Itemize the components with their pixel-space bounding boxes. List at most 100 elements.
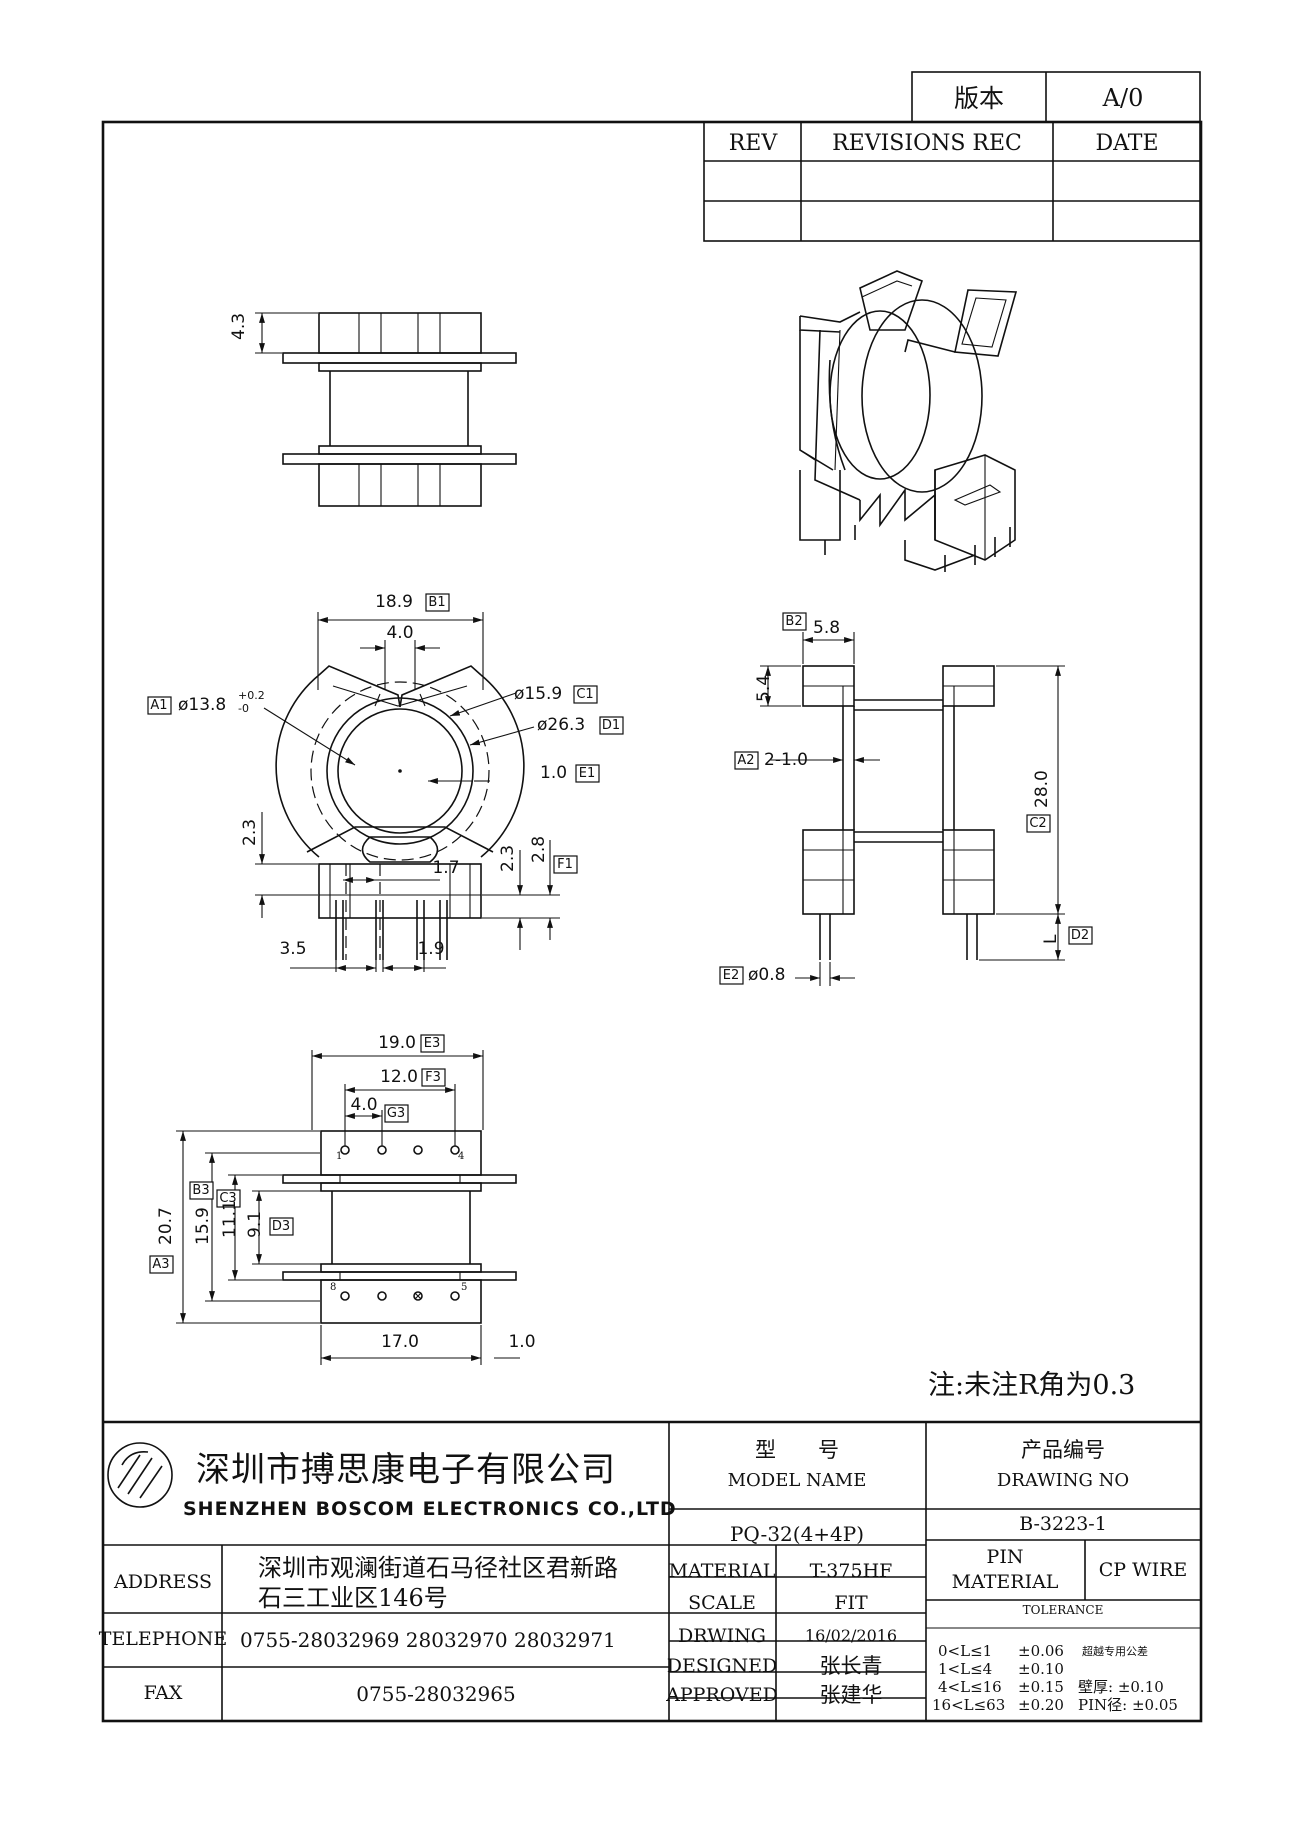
tag-e1: E1 xyxy=(578,766,596,781)
tag-b3: B3 xyxy=(192,1183,210,1198)
dim-right-height: 2.3 xyxy=(498,844,518,872)
designed-value: 张长青 xyxy=(819,1654,883,1678)
tol-value-4: ±0.20 xyxy=(1018,1696,1064,1714)
address-line1: 深圳市观澜街道石马径社区君新路 xyxy=(258,1554,618,1582)
pin-material-label: MATERIAL xyxy=(951,1571,1059,1593)
material-label: MATERIAL xyxy=(668,1560,776,1582)
drawing-no-en: DRAWING NO xyxy=(996,1470,1130,1491)
fax-value: 0755-28032965 xyxy=(356,1682,516,1706)
dimension-tags xyxy=(147,593,1093,1274)
drwing-label: DRWING xyxy=(678,1625,766,1647)
tol-value-2: ±0.10 xyxy=(1018,1660,1064,1678)
model-name-value: PQ-32(4+4P) xyxy=(729,1522,865,1546)
address-label: ADDRESS xyxy=(113,1571,213,1593)
company-name-cn: 深圳市搏思康电子有限公司 xyxy=(196,1450,616,1490)
telephone-value: 0755-28032969 28032970 28032971 xyxy=(240,1628,616,1652)
dim-e3: 19.0 xyxy=(378,1033,416,1053)
tag-a2: A2 xyxy=(737,753,755,768)
material-value: T-375HF xyxy=(809,1560,893,1582)
dim-pin-right: 1.9 xyxy=(417,939,445,959)
tol-value-3: ±0.15 xyxy=(1018,1678,1064,1696)
dim-a1-tol-plus: +0.2 xyxy=(238,689,265,702)
title-block-grid xyxy=(103,1420,1201,1721)
pin-8-label: 8 xyxy=(330,1282,337,1293)
pin-4-label: 4 xyxy=(458,1151,465,1162)
tol-extra-3: 壁厚: ±0.10 xyxy=(1078,1678,1164,1696)
tag-c1: C1 xyxy=(576,687,594,702)
dim-bottom-width: 17.0 xyxy=(381,1332,419,1352)
dim-a1-tol-minus: -0 xyxy=(238,702,249,715)
revisions-rec-header: REVISIONS REC xyxy=(832,131,1022,156)
drawing-no-cn: 产品编号 xyxy=(1021,1438,1105,1462)
pin-material-value: CP WIRE xyxy=(1098,1559,1188,1581)
tag-f3: F3 xyxy=(425,1070,441,1085)
dim-pin-left: 3.5 xyxy=(279,939,307,959)
bottom-view xyxy=(176,1050,520,1365)
company-logo xyxy=(107,1442,173,1508)
tag-d3: D3 xyxy=(271,1219,291,1234)
tol-extra-4: PIN径: ±0.05 xyxy=(1078,1696,1178,1714)
dim-d2: L xyxy=(1041,934,1061,944)
tag-c2: C2 xyxy=(1029,816,1047,831)
company-name-en: SHENZHEN BOSCOM ELECTRONICS CO.,LTD xyxy=(183,1498,677,1520)
dim-a2: 2-1.0 xyxy=(764,750,808,770)
address-line2: 石三工业区146号 xyxy=(258,1584,448,1612)
tag-g3: G3 xyxy=(386,1106,406,1121)
version-value: A/0 xyxy=(1102,84,1144,112)
front-view xyxy=(255,612,560,972)
tol-range-4: 16<L≤63 xyxy=(932,1696,1006,1714)
dim-c3: 11.1 xyxy=(220,1200,240,1238)
pin-1-label: 1 xyxy=(336,1151,343,1162)
dim-d3: 9.1 xyxy=(245,1210,265,1238)
version-label: 版本 xyxy=(953,84,1005,113)
side-view xyxy=(760,632,1065,986)
revision-table xyxy=(703,121,1201,242)
tolerance-label: TOLERANCE xyxy=(1022,1603,1104,1617)
dim-a3: 20.7 xyxy=(156,1207,176,1245)
tag-d2: D2 xyxy=(1070,928,1090,943)
dim-pin-pitch-small: 1.7 xyxy=(432,858,460,878)
isometric-view xyxy=(799,270,1018,572)
scale-label: SCALE xyxy=(688,1592,756,1614)
dim-c2: 28.0 xyxy=(1032,770,1052,808)
tol-value-1: ±0.06 xyxy=(1018,1642,1064,1660)
dim-e2: ø0.8 xyxy=(748,965,786,985)
dim-flange: 5.4 xyxy=(754,674,774,702)
dim-width-b1: 18.9 xyxy=(375,592,413,612)
dim-f1: 2.8 xyxy=(529,835,549,863)
rev-header: REV xyxy=(728,131,778,156)
tol-range-1: 0<L≤1 xyxy=(938,1642,993,1660)
dim-bottom-gap: 1.0 xyxy=(508,1332,536,1352)
dim-b2: 5.8 xyxy=(813,618,841,638)
scale-value: FIT xyxy=(834,1592,868,1614)
dim-g3: 4.0 xyxy=(350,1095,378,1115)
tag-c3: C3 xyxy=(219,1191,237,1206)
tag-e3: E3 xyxy=(423,1036,441,1051)
telephone-label: TELEPHONE xyxy=(98,1628,228,1650)
dim-a1-diameter: ø13.8 xyxy=(178,695,227,715)
dim-slot: 4.0 xyxy=(386,623,414,643)
dim-f3: 12.0 xyxy=(380,1067,418,1087)
tag-d1: D1 xyxy=(601,718,621,733)
tag-e2: E2 xyxy=(722,968,740,983)
tag-a3: A3 xyxy=(152,1257,170,1272)
dim-b3: 15.9 xyxy=(193,1207,213,1245)
tol-extra-1: 超越专用公差 xyxy=(1082,1645,1148,1658)
fax-label: FAX xyxy=(143,1682,183,1704)
designed-label: DESIGNED xyxy=(666,1655,778,1677)
dim-left-height: 2.3 xyxy=(240,818,260,846)
approved-value: 张建华 xyxy=(819,1683,883,1707)
tol-range-2: 1<L≤4 xyxy=(938,1660,993,1678)
pin-label: PIN xyxy=(986,1546,1024,1568)
tag-b2: B2 xyxy=(785,614,803,629)
top-view xyxy=(255,312,517,507)
date-header: DATE xyxy=(1095,131,1159,156)
tag-b1: B1 xyxy=(428,595,446,610)
dim-c1-diameter: ø15.9 xyxy=(514,684,563,704)
drwing-value: 16/02/2016 xyxy=(804,1626,898,1645)
dim-d1-diameter: ø26.3 xyxy=(537,715,586,735)
tol-range-3: 4<L≤16 xyxy=(938,1678,1002,1696)
dim-top-height: 4.3 xyxy=(229,312,249,340)
